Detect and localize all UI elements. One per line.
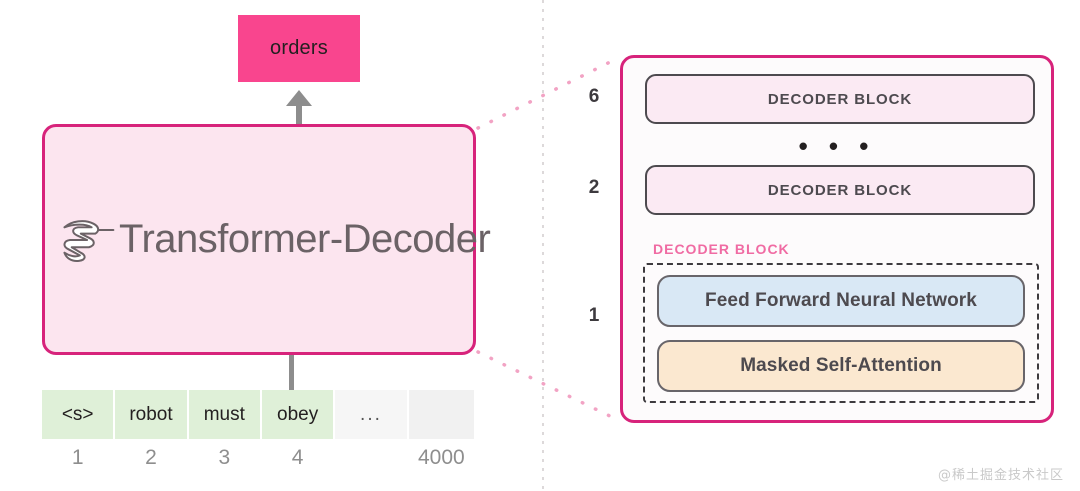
token-cell: robot <box>115 390 187 439</box>
token-text: robot <box>129 403 173 425</box>
token-text: <s> <box>61 403 94 425</box>
up-arrow-icon <box>286 90 312 126</box>
expanded-block-caption: DECODER BLOCK <box>653 241 790 257</box>
input-connector-line <box>289 355 294 391</box>
token-cell: obey <box>261 390 334 439</box>
connector-line-bottom <box>476 350 620 422</box>
token-index: 1 <box>71 446 84 469</box>
stack-ellipsis: • • • <box>798 131 876 161</box>
decoder-stack-panel: DECODER BLOCK • • • DECODER BLOCK DECODE… <box>620 55 1054 423</box>
transformer-decoder-title: Transformer-Decoder <box>119 217 491 261</box>
expanded-decoder-block: Feed Forward Neural Network Masked Self-… <box>643 263 1039 403</box>
token-text: obey <box>277 403 319 425</box>
token-cell: must <box>188 390 260 439</box>
output-token-box: orders <box>238 15 360 82</box>
block-index-6: 6 <box>588 86 600 107</box>
token-text: ... <box>360 403 382 425</box>
decoder-block-label: DECODER BLOCK <box>767 90 913 108</box>
block-index-1: 1 <box>588 305 600 326</box>
token-index: 3 <box>218 446 231 469</box>
attention-label: Masked Self-Attention <box>740 355 942 376</box>
decoder-block-2[interactable]: DECODER BLOCK <box>645 165 1035 215</box>
input-index-strip: 1 2 3 4 4000 <box>42 443 476 473</box>
block-index-2: 2 <box>588 177 600 198</box>
swallow-bird-logo-icon <box>63 219 115 262</box>
token-index: 2 <box>145 446 157 469</box>
token-index: 4 <box>291 446 304 469</box>
feed-forward-neural-network-layer[interactable]: Feed Forward Neural Network <box>657 275 1025 327</box>
ffnn-label: Feed Forward Neural Network <box>705 290 977 311</box>
token-index-last: 4000 <box>417 446 465 469</box>
masked-self-attention-layer[interactable]: Masked Self-Attention <box>657 340 1025 392</box>
token-cell-last <box>408 390 475 439</box>
token-text: must <box>203 403 245 425</box>
vertical-dotted-divider <box>542 0 544 491</box>
token-cell-ellipsis: ... <box>335 390 407 439</box>
decoder-block-label: DECODER BLOCK <box>767 181 913 199</box>
transformer-decoder-box: Transformer-Decoder <box>42 124 491 355</box>
decoder-block-6[interactable]: DECODER BLOCK <box>645 74 1035 124</box>
output-token-label: orders <box>270 37 328 59</box>
token-index <box>335 443 406 473</box>
input-token-strip: <s> robot must obey ... <box>42 390 476 439</box>
watermark: @稀土掘金技术社区 <box>937 468 1064 483</box>
token-cell: <s> <box>42 390 114 439</box>
